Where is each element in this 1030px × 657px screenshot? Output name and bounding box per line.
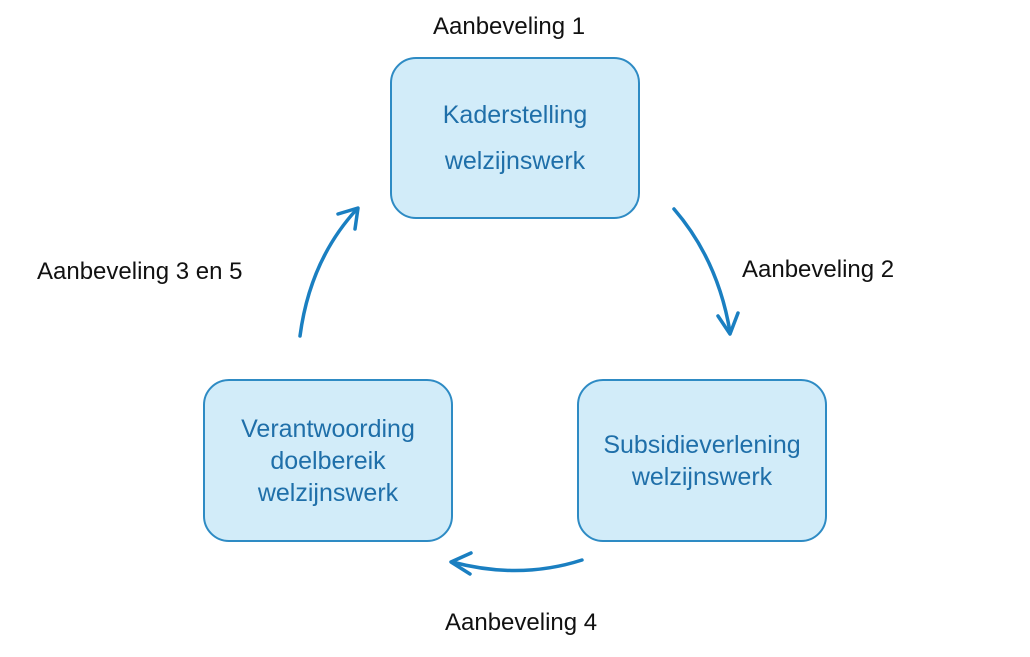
node-kaderstelling-line-2: welzijnswerk [444, 147, 586, 175]
node-verantwoording-line-3: welzijnswerk [257, 478, 399, 507]
label-aanbeveling-1: Aanbeveling 1 [433, 13, 586, 40]
node-verantwoording-line-2: doelbereik [270, 446, 386, 475]
label-aanbeveling-2: Aanbeveling 2 [742, 256, 895, 283]
node-kaderstelling: Kaderstelling welzijnswerk [390, 57, 640, 219]
node-kaderstelling-line-1: Kaderstelling [442, 100, 588, 129]
node-subsidieverlening-line-1: Subsidieverlening [603, 430, 801, 459]
arrow-to-subsidieverlening [672, 207, 740, 336]
arrow-to-kaderstelling [298, 206, 360, 338]
node-subsidieverlening-line-2: welzijnswerk [631, 462, 773, 491]
node-verantwoording-line-1: Verantwoording [241, 414, 415, 443]
node-verantwoording: Verantwoording doelbereik welzijnswerk [203, 379, 453, 542]
label-aanbeveling-4: Aanbeveling 4 [445, 609, 598, 636]
node-subsidieverlening: Subsidieverlening welzijnswerk [577, 379, 827, 542]
arrow-to-verantwoording [449, 551, 584, 576]
label-aanbeveling-3-en-5: Aanbeveling 3 en 5 [37, 258, 243, 285]
